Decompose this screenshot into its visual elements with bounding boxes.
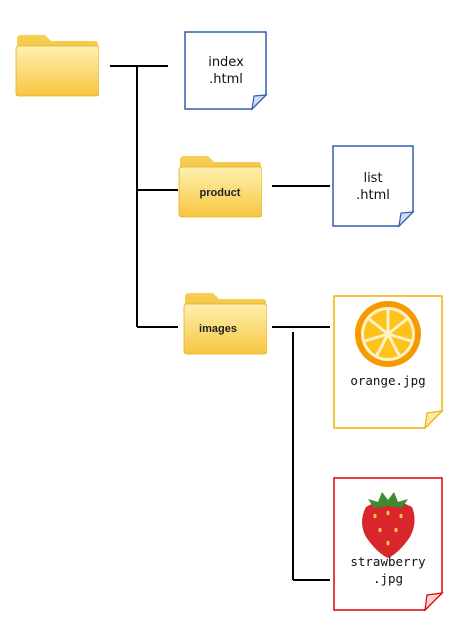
strawberry-jpg-file[interactable]: strawberry .jpg (333, 477, 444, 612)
images-folder[interactable]: images (183, 292, 267, 355)
orange-slice-icon (355, 301, 421, 367)
folder-icon (15, 34, 99, 97)
orange-file-name: orange.jpg (350, 373, 425, 388)
list-file-name: list (363, 171, 382, 186)
document-fold (251, 94, 268, 111)
product-folder-label: product (200, 187, 241, 199)
index-file-name: index (208, 55, 244, 70)
index-html-file[interactable]: index .html (184, 31, 268, 111)
root-folder[interactable] (15, 34, 99, 97)
document-fold (424, 410, 444, 430)
connector-lines (110, 65, 330, 581)
list-file-ext: .html (356, 188, 390, 203)
document-fold (424, 592, 444, 612)
strawberry-icon (362, 492, 415, 558)
list-html-file[interactable]: list .html (332, 145, 415, 228)
images-folder-label: images (199, 323, 237, 335)
index-file-ext: .html (209, 72, 243, 87)
strawberry-file-name: strawberry (350, 554, 426, 569)
document-fold (398, 211, 415, 228)
orange-jpg-file[interactable]: orange.jpg (333, 295, 444, 430)
strawberry-file-ext: .jpg (373, 571, 403, 586)
product-folder[interactable]: product (178, 155, 262, 218)
